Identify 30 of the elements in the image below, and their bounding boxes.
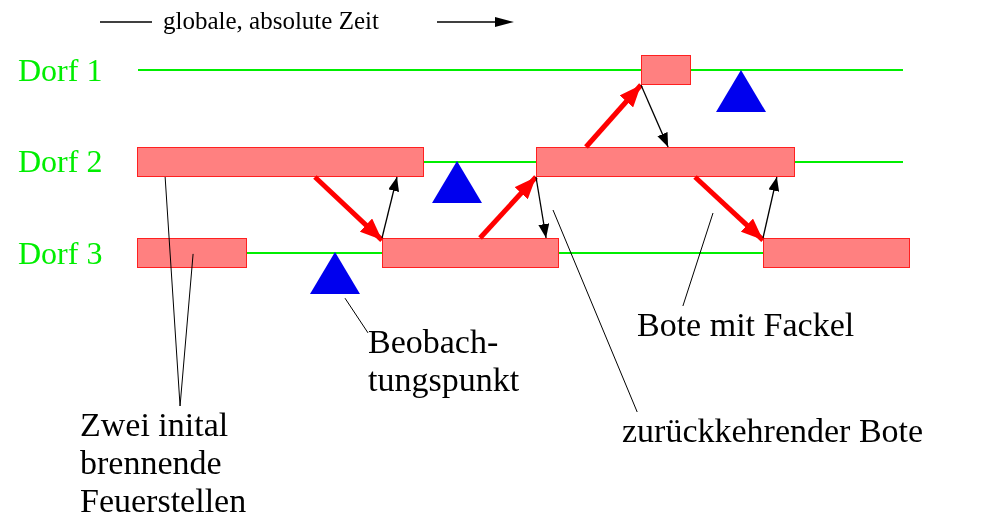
annotation-text: zurückkehrender Bote <box>622 412 1002 450</box>
messenger-arrow <box>478 175 538 240</box>
annotation-text: Zwei inital brennende Feuerstellen <box>80 406 310 520</box>
leader-line <box>164 176 181 407</box>
fire-bar <box>137 238 247 268</box>
village-label: Dorf 2 <box>18 143 103 179</box>
messenger-arrow <box>313 175 384 242</box>
messenger-arrow <box>693 175 765 242</box>
return-arrow <box>640 84 669 148</box>
leader-line <box>552 209 638 413</box>
fire-bar <box>641 55 691 85</box>
messenger-arrow <box>584 83 643 149</box>
fire-bar <box>382 238 559 268</box>
leader-line <box>179 253 194 407</box>
fire-bar <box>536 147 795 177</box>
annotation-text: Bote mit Fackel <box>637 306 907 344</box>
annotation-text: Beobach- tungspunkt <box>368 323 558 399</box>
village-label: Dorf 1 <box>18 52 103 88</box>
observation-triangle <box>310 252 360 294</box>
return-arrow <box>762 176 780 239</box>
return-arrow <box>381 176 399 239</box>
time-axis-label: globale, absolute Zeit <box>163 6 379 36</box>
fire-bar <box>763 238 910 268</box>
observation-triangle <box>432 161 482 203</box>
return-arrow <box>535 176 550 239</box>
fire-bar <box>137 147 424 177</box>
observation-triangle <box>716 70 766 112</box>
leader-line <box>344 297 369 334</box>
leader-line <box>682 212 714 307</box>
village-label: Dorf 3 <box>18 235 103 271</box>
